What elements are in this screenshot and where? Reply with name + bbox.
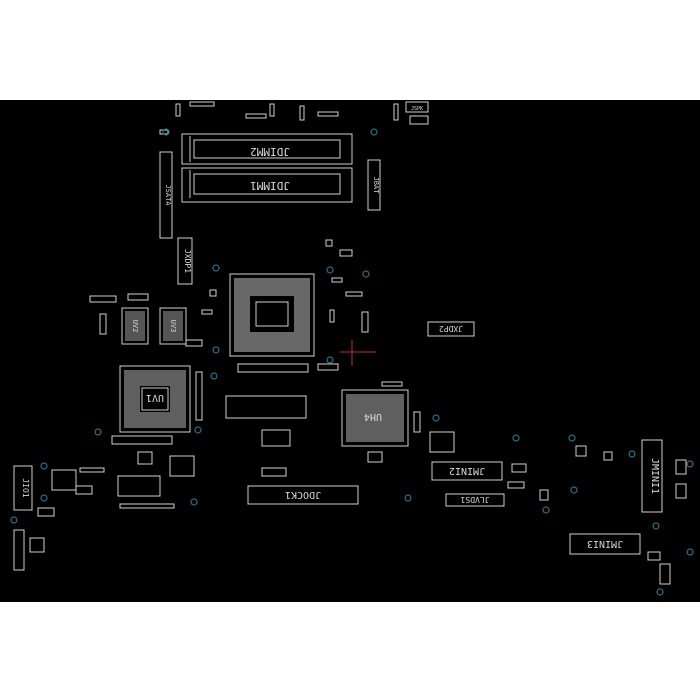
cpu-bga[interactable] (229, 273, 315, 357)
vram-uv2[interactable]: UV2 (121, 307, 149, 345)
jxdp2-label: JXDP2 (439, 324, 463, 333)
boardview-canvas: JDIMM2 JDIMM1 JSATA JBAT JXDP1 UV1 (10, 101, 694, 596)
jmini2-label: JMINI2 (449, 465, 485, 476)
jio1-label: JIO1 (21, 478, 30, 497)
jdock1-label: JDOCK1 (285, 489, 321, 500)
connector-jmini3[interactable]: JMINI3 (569, 533, 641, 555)
jmini1-label: JMINI1 (649, 458, 660, 494)
jdimm1-label: JDIMM1 (250, 179, 290, 192)
dimm-socket-1[interactable]: JDIMM1 (181, 167, 353, 203)
jsata-label: JSATA (164, 184, 172, 206)
pch-uh4[interactable]: UH4 (341, 389, 409, 447)
uh4-label: UH4 (364, 411, 382, 422)
connector-jbat[interactable]: JBAT (367, 159, 381, 211)
connector-jsata[interactable]: JSATA (159, 151, 173, 239)
cursor-crosshair (340, 340, 376, 366)
jlvds1-label: JLVDS1 (460, 495, 489, 504)
jmini3-label: JMINI3 (587, 538, 623, 549)
uv1-label: UV1 (146, 392, 164, 403)
pcb-board: JDIMM2 JDIMM1 JSATA JBAT JXDP1 UV1 (0, 100, 700, 602)
connector-jmini2[interactable]: JMINI2 (431, 461, 503, 481)
connector-jmini1[interactable]: JMINI1 (641, 439, 663, 513)
misc-components (13, 101, 687, 585)
connector-jxdp1[interactable]: JXDP1 (177, 237, 193, 285)
dimm-socket-2[interactable]: JDIMM2 (181, 133, 353, 165)
connector-jio1[interactable]: JIO1 (13, 465, 33, 511)
connector-jxdp2[interactable]: JXDP2 (427, 321, 475, 337)
vias (10, 128, 694, 596)
connector-jdock1[interactable]: JDOCK1 (247, 485, 359, 505)
jspk-label: JSPK (411, 106, 423, 112)
uv3-label: UV3 (169, 320, 177, 333)
jdimm2-label: JDIMM2 (250, 145, 290, 158)
connector-jspk[interactable]: JSPK (405, 101, 429, 113)
gpu-uv1[interactable]: UV1 (119, 365, 191, 433)
jbat-label: JBAT (372, 177, 380, 195)
uv2-label: UV2 (131, 320, 139, 333)
connector-jlvds1[interactable]: JLVDS1 (445, 493, 505, 507)
jxdp1-label: JXDP1 (183, 249, 192, 273)
vram-uv3[interactable]: UV3 (159, 307, 187, 345)
